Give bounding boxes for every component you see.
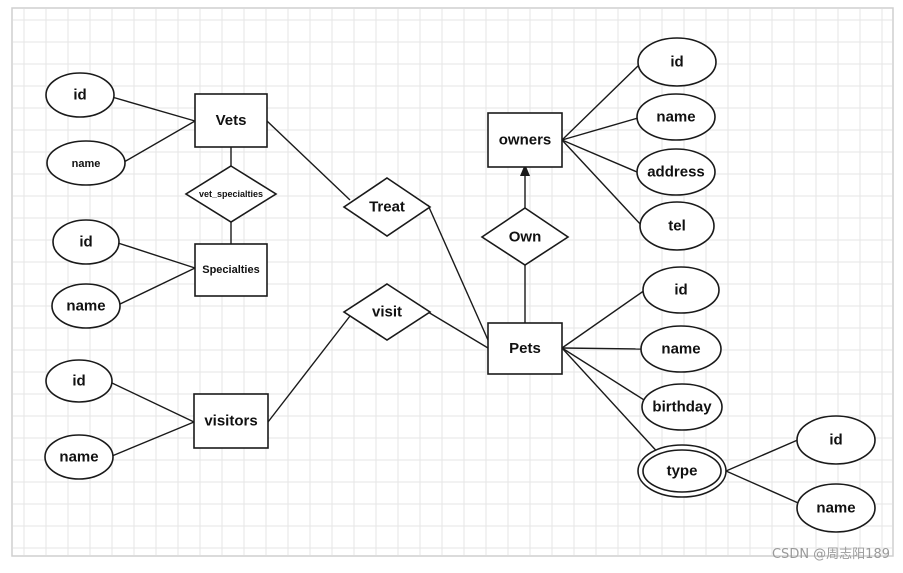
attribute-visitors-id[interactable]: id bbox=[45, 359, 113, 403]
edge-visitors-name bbox=[111, 421, 195, 457]
entity-owners-label: owners bbox=[499, 132, 552, 149]
attribute-visitors-id-label: id bbox=[72, 373, 85, 390]
edge-type-name bbox=[725, 470, 806, 507]
entity-vets[interactable]: Vets bbox=[194, 93, 268, 148]
edge-owners-tel bbox=[561, 139, 643, 227]
attribute-pets-id-label: id bbox=[674, 282, 687, 299]
edge-vets-treat bbox=[266, 120, 351, 201]
attribute-vets-name-label: name bbox=[72, 158, 101, 170]
edge-vets-id bbox=[111, 96, 196, 122]
attribute-owners-tel-label: tel bbox=[668, 218, 686, 235]
attribute-specialties-name-label: name bbox=[66, 298, 105, 315]
edge-visitors-id bbox=[111, 382, 195, 423]
edge-owners-address bbox=[561, 139, 638, 173]
edge-pets-type bbox=[561, 347, 663, 458]
diagram-frame bbox=[11, 7, 894, 557]
relationship-own-label: Own bbox=[509, 229, 542, 246]
attribute-type-id-label: id bbox=[829, 432, 842, 449]
edge-vets-name bbox=[123, 120, 196, 163]
attribute-vets-id[interactable]: id bbox=[45, 72, 115, 118]
attribute-specialties-id-label: id bbox=[79, 234, 92, 251]
attribute-pets-type-label: type bbox=[667, 463, 698, 480]
entity-visitors[interactable]: visitors bbox=[193, 393, 269, 449]
relationship-visit-label: visit bbox=[372, 304, 402, 321]
entity-pets-label: Pets bbox=[509, 340, 541, 357]
edge-visit-pets bbox=[427, 311, 489, 349]
attribute-pets-type-multivalued[interactable]: type bbox=[637, 444, 727, 498]
entity-vets-label: Vets bbox=[216, 112, 247, 129]
edge-pets-id bbox=[561, 289, 646, 349]
edge-treat-pets bbox=[427, 204, 489, 341]
entity-owners[interactable]: owners bbox=[487, 112, 563, 168]
attribute-pets-birthday[interactable]: birthday bbox=[641, 383, 723, 431]
entity-specialties[interactable]: Specialties bbox=[194, 243, 268, 297]
entity-pets[interactable]: Pets bbox=[487, 322, 563, 375]
edge-pets-name bbox=[561, 347, 642, 350]
attribute-owners-name[interactable]: name bbox=[636, 93, 716, 141]
attribute-type-name-label: name bbox=[816, 500, 855, 517]
relationship-own[interactable]: Own bbox=[480, 207, 570, 266]
entity-visitors-label: visitors bbox=[204, 413, 257, 430]
edge-type-id bbox=[725, 438, 801, 472]
attribute-pets-name-label: name bbox=[661, 341, 700, 358]
attribute-pets-name[interactable]: name bbox=[640, 325, 722, 373]
own-arrowhead bbox=[520, 164, 530, 176]
attribute-owners-name-label: name bbox=[656, 109, 695, 126]
edge-spec-name bbox=[117, 267, 196, 306]
attribute-owners-id-label: id bbox=[670, 54, 683, 71]
watermark-text: CSDN @周志阳189 bbox=[772, 547, 890, 562]
edge-visitors-visit bbox=[267, 315, 351, 423]
attribute-pets-birthday-label: birthday bbox=[652, 399, 712, 416]
entity-specialties-label: Specialties bbox=[202, 264, 259, 276]
relationship-treat-label: Treat bbox=[369, 199, 405, 216]
edge-pets-birthday bbox=[561, 347, 653, 406]
attribute-owners-address[interactable]: address bbox=[636, 148, 716, 196]
attribute-type-name[interactable]: name bbox=[796, 483, 876, 533]
edge-spec-id bbox=[117, 242, 196, 269]
edges bbox=[111, 63, 806, 507]
attribute-vets-id-label: id bbox=[73, 87, 86, 104]
edge-owners-name bbox=[561, 117, 639, 141]
relationship-vet-specialties-label: vet_specialties bbox=[199, 189, 263, 199]
attribute-pets-id[interactable]: id bbox=[642, 266, 720, 314]
attribute-visitors-name-label: name bbox=[59, 449, 98, 466]
relationship-visit[interactable]: visit bbox=[342, 283, 432, 341]
attribute-owners-tel[interactable]: tel bbox=[639, 201, 715, 251]
attribute-owners-id[interactable]: id bbox=[637, 37, 717, 87]
attribute-type-id[interactable]: id bbox=[796, 415, 876, 465]
attribute-specialties-name[interactable]: name bbox=[51, 283, 121, 329]
attribute-visitors-name[interactable]: name bbox=[44, 434, 114, 480]
relationship-treat[interactable]: Treat bbox=[342, 177, 432, 237]
edge-owners-id bbox=[561, 63, 641, 141]
attribute-specialties-id[interactable]: id bbox=[52, 219, 120, 265]
attribute-vets-name[interactable]: name bbox=[46, 140, 126, 186]
relationship-vet-specialties[interactable]: vet_specialties bbox=[184, 165, 278, 223]
attribute-owners-address-label: address bbox=[647, 164, 705, 181]
